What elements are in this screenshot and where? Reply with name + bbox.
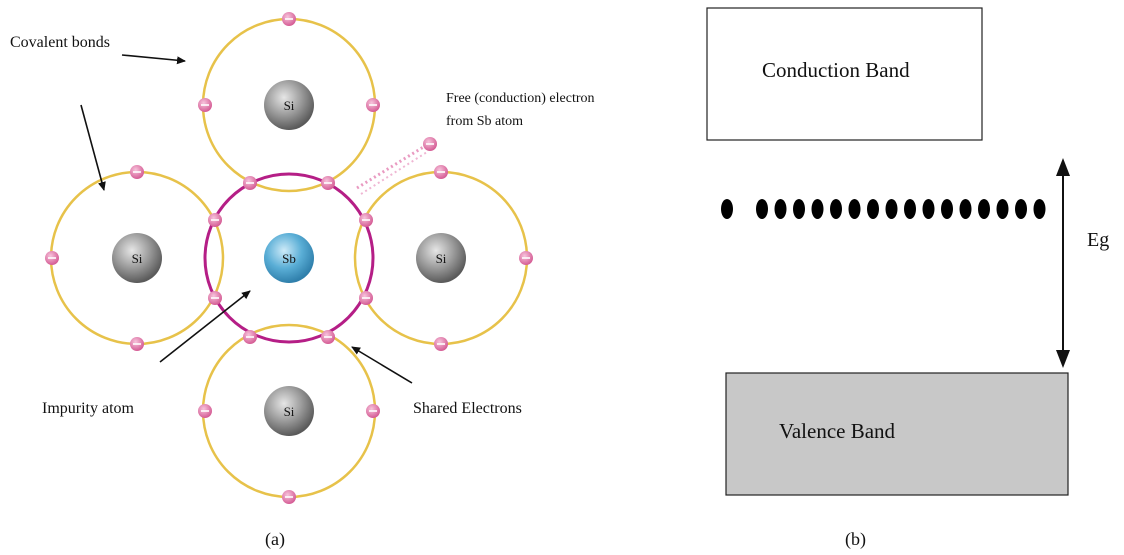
donor-electron-dot (978, 199, 990, 219)
panel-a-caption: (a) (265, 529, 285, 550)
electron (321, 176, 335, 190)
electron (198, 404, 212, 418)
si-atom-right: Si (416, 233, 466, 283)
free-electron-label-line2: from Sb atom (446, 114, 523, 129)
electron (359, 291, 373, 305)
donor-electron-dot (996, 199, 1009, 219)
si-atom-top: Si (264, 80, 314, 130)
covalent-bonds-arrow-down (80, 104, 106, 191)
donor-electron-dot (774, 199, 787, 219)
free-electron (423, 137, 437, 151)
shared-electrons-label: Shared Electrons (413, 400, 522, 417)
electron (130, 165, 144, 179)
donor-electron-dot (922, 199, 935, 219)
electron (282, 12, 296, 26)
electron (366, 404, 380, 418)
si-atom-bottom-label: Si (284, 404, 295, 419)
sb-orbit (203, 172, 375, 344)
conduction-band-box (706, 7, 983, 141)
valence-band-label: Valence Band (779, 419, 896, 443)
si-atom-bottom: Si (264, 386, 314, 436)
electron (198, 98, 212, 112)
impurity-atom-label: Impurity atom (42, 400, 135, 417)
electron (359, 213, 373, 227)
donor-electron-dot (1033, 199, 1046, 219)
electron (243, 330, 257, 344)
donor-electron-dot (867, 199, 879, 219)
electron (321, 330, 335, 344)
sb-atom-center: Sb (264, 233, 314, 283)
donor-electron-dot (811, 199, 824, 219)
donor-electron-dot (756, 199, 768, 219)
donor-electron-dot (959, 199, 972, 219)
donor-electron-dot (885, 199, 898, 219)
donor-electron-dot (721, 199, 733, 219)
valence-band-box (725, 372, 1069, 496)
covalent-bonds-label: Covalent bonds (10, 34, 110, 51)
panel-b-caption: (b) (845, 529, 866, 550)
electron (366, 98, 380, 112)
si-atom-right-label: Si (436, 251, 447, 266)
impurity-atom-arrow (159, 290, 251, 363)
si-atom-top-label: Si (284, 98, 295, 113)
electron (45, 251, 59, 265)
band-gap-arrow-bottom-head (1056, 350, 1070, 368)
electron (434, 165, 448, 179)
donor-electron-dot (904, 199, 916, 219)
electron (208, 291, 222, 305)
free-electron-trail (356, 144, 428, 195)
electron (282, 490, 296, 504)
donor-electron-dot (848, 199, 861, 219)
donor-electron-dot (1015, 199, 1027, 219)
covalent-bonds-arrow-right (121, 54, 186, 65)
energy-band-panel: Conduction Band Eg Valence Band (b) (706, 7, 1109, 550)
donor-electron-dot (830, 199, 842, 219)
donor-level (721, 199, 1046, 219)
conduction-band-label: Conduction Band (762, 58, 910, 82)
lattice-panel: Si Si Sb Si Si (10, 12, 595, 550)
si-atom-left-label: Si (132, 251, 143, 266)
electron (208, 213, 222, 227)
si-atom-left: Si (112, 233, 162, 283)
electron (130, 337, 144, 351)
band-gap-label: Eg (1087, 229, 1109, 251)
electrons-group (45, 12, 533, 504)
free-electron-label-line1: Free (conduction) electron (446, 91, 595, 106)
band-gap-arrow-top-head (1056, 158, 1070, 176)
donor-electron-dot (793, 199, 805, 219)
electron (243, 176, 257, 190)
sb-atom-center-label: Sb (282, 251, 296, 266)
shared-electrons-arrow (351, 346, 413, 384)
electron (434, 337, 448, 351)
donor-electron-dot (941, 199, 953, 219)
electron (519, 251, 533, 265)
